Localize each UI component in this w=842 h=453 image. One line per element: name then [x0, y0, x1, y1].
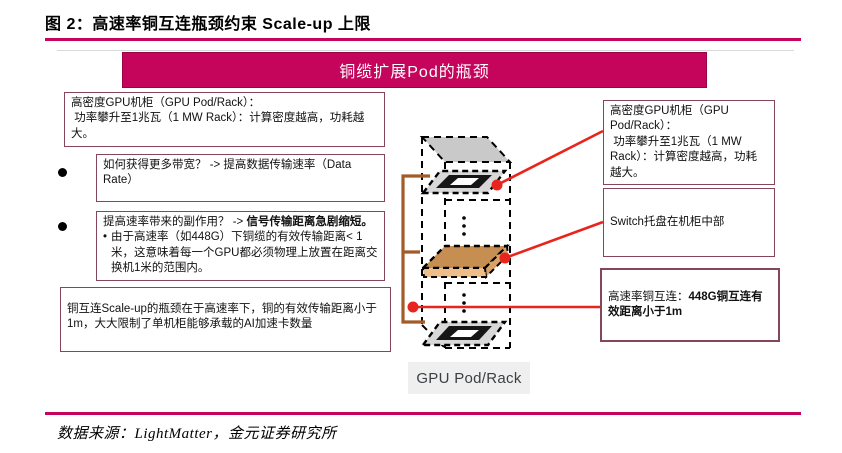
footer-rule — [45, 412, 801, 415]
right-box2-text: Switch托盘在机柜中部 — [610, 215, 725, 228]
callout-line-switch — [504, 220, 604, 260]
diagram-header-banner: 铜缆扩展Pod的瓶颈 — [122, 52, 707, 88]
copper-cable-icon — [401, 174, 430, 324]
rack-outline — [419, 136, 513, 349]
left-box3-subitem: • 由于高速率（如448G）下铜缆的有效传输距离< 1米，这意味着每一个GPU都… — [103, 230, 378, 276]
callout-lines — [413, 129, 604, 309]
left-box3-subtext: 由于高速率（如448G）下铜缆的有效传输距离< 1米，这意味着每一个GPU都必须… — [111, 231, 378, 275]
left-box1-line1: 高密度GPU机柜（GPU Pod/Rack）： — [71, 97, 261, 109]
diagram-header-label: 铜缆扩展Pod的瓶颈 — [339, 64, 490, 81]
left-box-side-effect: 提高速率带来的副作用？ -> 信号传输距离急剧缩短。 • 由于高速率（如448G… — [96, 211, 385, 281]
right-box-gpu-rack-power: 高密度GPU机柜（GPU Pod/Rack）： 功率攀升至1兆瓦（1 MW Ra… — [603, 100, 775, 186]
callout-dot-gpu-rack — [491, 179, 503, 191]
left-box4-text: 铜互连Scale-up的瓶颈在于高速率下，铜的有效传输距离小于1m，大大限制了单… — [67, 303, 377, 331]
left-box3-lead: 提高速率带来的副作用？ -> — [103, 216, 247, 228]
title-underline — [45, 38, 801, 41]
rack-top-face — [419, 136, 513, 163]
callout-dot-switch — [499, 252, 511, 264]
gpu-rack-diagram — [401, 129, 604, 349]
vertical-ellipsis-icon — [462, 293, 466, 313]
panel-top-divider — [57, 50, 794, 51]
right-box3-content: 高速率铜互连：448G铜互连有效距离小于1m — [608, 290, 772, 321]
left-box2-text: 如何获得更多带宽？ -> 提高数据传输速率（Data Rate） — [103, 159, 352, 187]
switch-tray-icon — [420, 243, 510, 280]
right-box-switch-tray: Switch托盘在机柜中部 — [603, 188, 775, 257]
right-box3-bold: 448G铜互连有效距离小于1m — [608, 290, 763, 318]
right-box3-lead: 高速率铜互连： — [608, 290, 689, 303]
callout-line-gpu-rack — [496, 129, 604, 187]
callout-dot-copper — [407, 301, 419, 313]
vertical-ellipsis-icon — [462, 216, 466, 236]
left-box1-line2: 功率攀升至1兆瓦（1 MW Rack）：计算密度越高，功耗越大。 — [71, 112, 365, 140]
rack-caption: GPU Pod/Rack — [408, 362, 530, 394]
callout-dots — [407, 179, 511, 313]
right-box1-line1: 高密度GPU机柜（GPU Pod/Rack）： — [610, 105, 733, 133]
bullet-icon — [58, 168, 67, 177]
left-box-bandwidth: 如何获得更多带宽？ -> 提高数据传输速率（Data Rate） — [96, 154, 385, 202]
figure-title: 图 2：高速率铜互连瓶颈约束 Scale-up 上限 — [45, 16, 371, 33]
gpu-tray-top-icon — [420, 169, 508, 195]
data-source-note: 数据来源：LightMatter，金元证券研究所 — [57, 426, 337, 442]
left-box-conclusion: 铜互连Scale-up的瓶颈在于高速率下，铜的有效传输距离小于1m，大大限制了单… — [60, 287, 391, 352]
left-box-gpu-rack-power: 高密度GPU机柜（GPU Pod/Rack）： 功率攀升至1兆瓦（1 MW Ra… — [64, 92, 385, 147]
rack-caption-text: GPU Pod/Rack — [416, 369, 522, 387]
left-box3-bold: 信号传输距离急剧缩短。 — [246, 216, 373, 228]
right-box1-line2: 功率攀升至1兆瓦（1 MW Rack）：计算密度越高，功耗越大。 — [610, 135, 757, 179]
left-box3-headline: 提高速率带来的副作用？ -> 信号传输距离急剧缩短。 — [103, 215, 378, 230]
right-box-copper-limit: 高速率铜互连：448G铜互连有效距离小于1m — [600, 268, 780, 342]
bullet-icon — [58, 222, 67, 231]
sub-bullet-icon: • — [103, 231, 108, 244]
gpu-tray-bottom-icon — [420, 320, 508, 347]
